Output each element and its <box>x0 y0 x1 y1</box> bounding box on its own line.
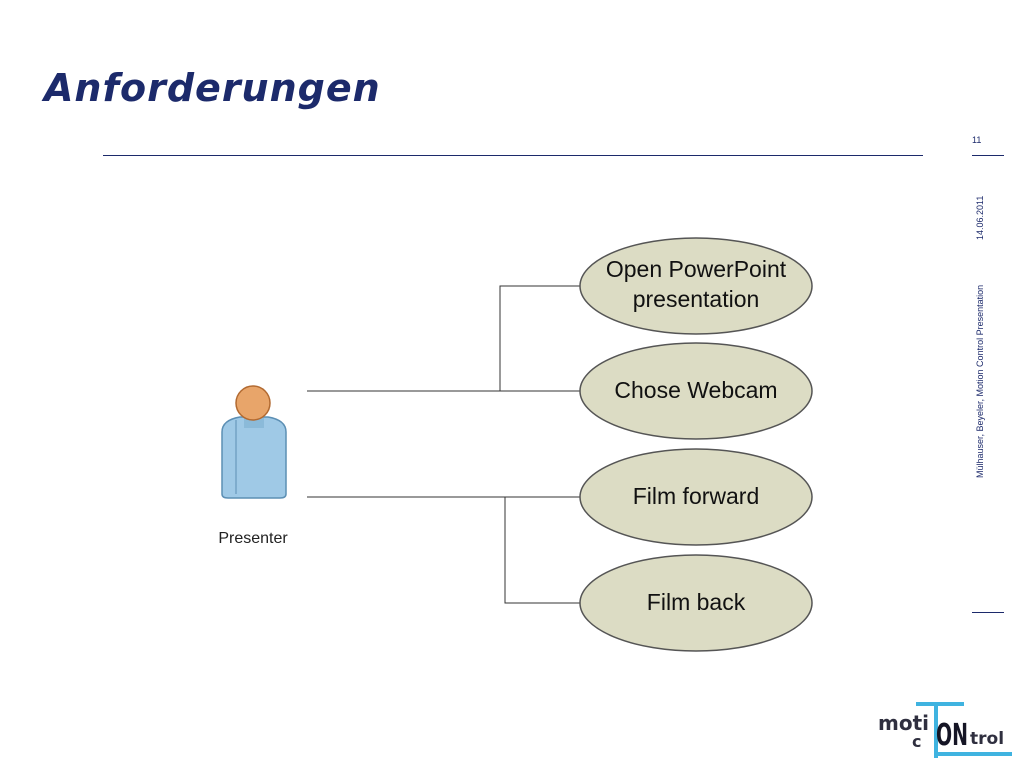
connector-lower <box>307 496 580 604</box>
use-case-chose-webcam: Chose Webcam <box>579 342 813 440</box>
page-number: 11 <box>972 135 982 145</box>
use-case-open-powerpoint: Open PowerPoint presentation <box>579 237 813 335</box>
slide-title: Anforderungen <box>44 66 381 110</box>
use-case-film-back: Film back <box>579 554 813 652</box>
person-icon <box>221 385 287 499</box>
use-case-label-line: Film forward <box>633 483 760 509</box>
motion-control-logo: moti c ON trol <box>878 702 1012 758</box>
logo-text-left: c <box>912 732 921 751</box>
use-case-label-line: presentation <box>633 286 760 312</box>
side-rule-top <box>972 155 1004 156</box>
logo-text-top: moti <box>878 711 929 735</box>
use-case-label-line: Film back <box>647 589 746 615</box>
logo-text-mid: ON <box>936 718 968 753</box>
use-case-film-forward: Film forward <box>579 448 813 546</box>
actor-label: Presenter <box>218 530 288 547</box>
connectors <box>307 285 580 604</box>
side-rule-bottom <box>972 612 1004 613</box>
use-case-label-line: Chose Webcam <box>614 377 777 403</box>
logo-text-right: trol <box>970 729 1004 749</box>
connector-upper <box>307 285 580 392</box>
use-case-label-line: Open PowerPoint <box>606 256 787 282</box>
title-underline <box>103 155 923 156</box>
